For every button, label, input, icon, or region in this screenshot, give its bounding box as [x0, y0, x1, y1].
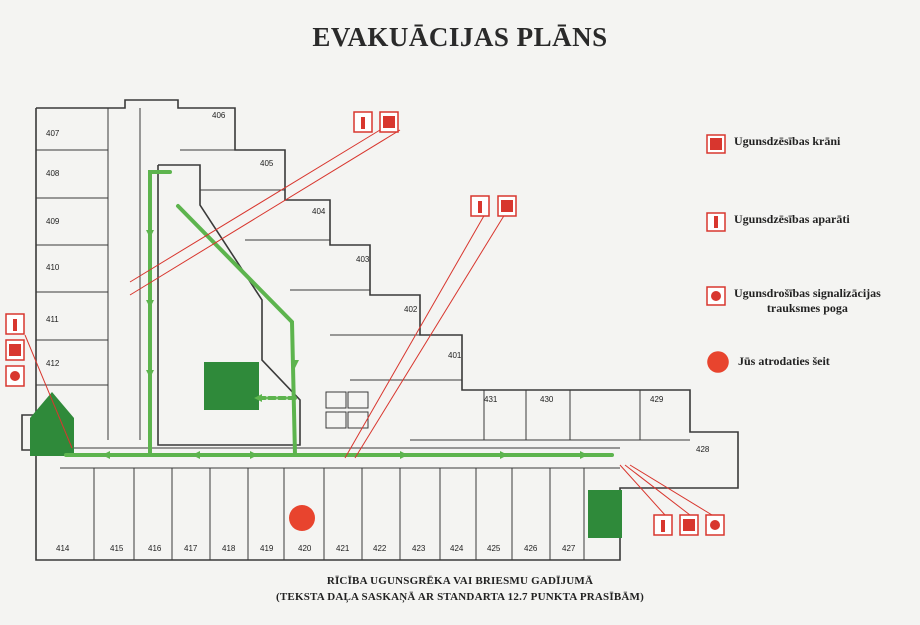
room-label: 407 — [46, 129, 60, 138]
footer-subheading: (TEKSTA DAĻA SASKAŅĀ AR STANDARTA 12.7 P… — [276, 591, 644, 603]
room-label: 401 — [448, 351, 462, 360]
hydrant-icon — [706, 134, 726, 154]
room-label: 417 — [184, 544, 198, 553]
room-label: 422 — [373, 544, 387, 553]
room-label: 426 — [524, 544, 538, 553]
room-partitions — [36, 108, 690, 560]
room-label: 414 — [56, 544, 70, 553]
room-label: 430 — [540, 395, 554, 404]
room-label: 424 — [450, 544, 464, 553]
room-label: 421 — [336, 544, 350, 553]
room-label: 405 — [260, 159, 274, 168]
room-label: 431 — [484, 395, 498, 404]
room-label: 420 — [298, 544, 312, 553]
legend-hydrant: Ugunsdzēsības krāni — [706, 134, 840, 154]
you-are-here-marker — [289, 505, 315, 531]
legend-extinguisher-label: Ugunsdzēsības aparāti — [734, 212, 850, 226]
stairwell-east — [588, 490, 622, 538]
legend-alarm-line1: Ugunsdrošības signalizācijas — [734, 286, 881, 300]
room-label: 412 — [46, 359, 60, 368]
page-title: EVAKUĀCIJAS PLĀNS — [312, 22, 608, 52]
extinguisher-icon — [5, 313, 25, 335]
room-label: 423 — [412, 544, 426, 553]
room-label: 427 — [562, 544, 576, 553]
extinguisher-icon — [353, 111, 373, 133]
hydrant-icon — [379, 111, 399, 133]
room-label: 429 — [650, 395, 664, 404]
room-label: 410 — [46, 263, 60, 272]
legend-extinguisher: Ugunsdzēsības aparāti — [706, 212, 850, 232]
stairwell-central — [204, 362, 259, 410]
building-walls — [21, 99, 739, 561]
extinguisher-icon — [706, 212, 726, 232]
hydrant-icon — [497, 195, 517, 217]
room-label: 408 — [46, 169, 60, 178]
you-are-here-icon — [707, 351, 729, 373]
hydrant-icon — [5, 339, 25, 361]
extinguisher-icon — [653, 514, 673, 536]
room-label: 409 — [46, 217, 60, 226]
stairwell-west — [30, 392, 74, 456]
room-label: 425 — [487, 544, 501, 553]
equipment-leader-lines — [24, 129, 713, 516]
legend-alarm: Ugunsdrošības signalizācijas trauksmes p… — [706, 286, 881, 316]
room-label: 419 — [260, 544, 274, 553]
legend-you-are-here-label: Jūs atrodaties šeit — [738, 354, 830, 368]
room-label: 402 — [404, 305, 418, 314]
room-label: 411 — [46, 315, 59, 324]
room-label: 403 — [356, 255, 370, 264]
alarm-button-icon — [706, 286, 726, 306]
route-arrows — [102, 230, 588, 459]
extinguisher-icon — [470, 195, 490, 217]
evacuation-route — [64, 170, 614, 457]
room-label: 406 — [212, 111, 226, 120]
legend-alarm-line2: trauksmes poga — [766, 301, 848, 315]
room-label: 404 — [312, 207, 326, 216]
room-label: 416 — [148, 544, 162, 553]
legend-hydrant-label: Ugunsdzēsības krāni — [734, 134, 841, 148]
alarm-button-icon — [705, 514, 725, 536]
legend-alarm-label: Ugunsdrošības signalizācijas trauksmes p… — [734, 286, 881, 316]
footer-heading: RĪCĪBA UGUNSGRĒKA VAI BRIESMU GADĪJUMĀ — [326, 575, 594, 587]
hydrant-icon — [679, 514, 699, 536]
room-labels: 407 408 409 410 411 412 406 405 404 403 … — [46, 111, 710, 553]
room-label: 428 — [696, 445, 710, 454]
room-label: 415 — [110, 544, 124, 553]
legend-you-are-here: Jūs atrodaties šeit — [706, 350, 830, 374]
room-label: 418 — [222, 544, 236, 553]
alarm-button-icon — [5, 365, 25, 387]
